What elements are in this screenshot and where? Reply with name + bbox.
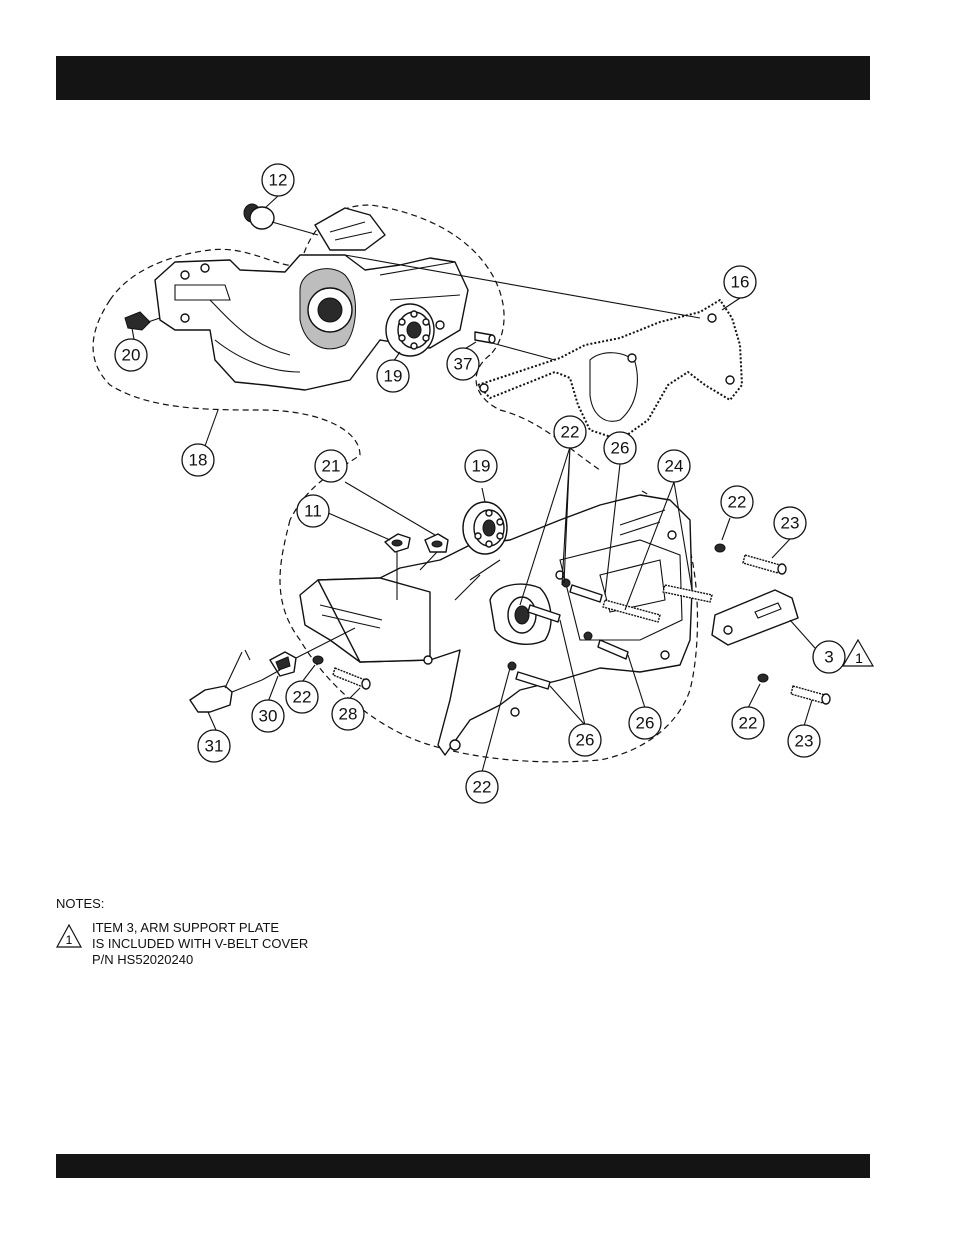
svg-text:28: 28 bbox=[339, 705, 358, 724]
note-line: IS INCLUDED WITH V-BELT COVER bbox=[92, 936, 308, 952]
part-22-washer-center-c bbox=[508, 662, 516, 670]
note-line: ITEM 3, ARM SUPPORT PLATE bbox=[92, 920, 308, 936]
svg-text:20: 20 bbox=[122, 346, 141, 365]
svg-text:26: 26 bbox=[611, 439, 630, 458]
part-37-pin bbox=[475, 332, 495, 343]
note-item-1: 1 ITEM 3, ARM SUPPORT PLATE IS INCLUDED … bbox=[56, 920, 308, 968]
part-19-bearing-lower bbox=[463, 502, 507, 554]
callout-11: 11 bbox=[297, 495, 329, 527]
svg-text:26: 26 bbox=[636, 714, 655, 733]
part-22-washer-left bbox=[313, 656, 323, 664]
part-11-bushing bbox=[385, 534, 410, 552]
svg-text:31: 31 bbox=[205, 737, 224, 756]
callout-21: 21 bbox=[315, 450, 347, 482]
notes-heading: NOTES: bbox=[56, 896, 308, 912]
part-22-washer-center-a bbox=[562, 579, 570, 587]
callout-24: 24 bbox=[658, 450, 690, 482]
callout-3: 3 bbox=[813, 641, 845, 673]
svg-text:26: 26 bbox=[576, 731, 595, 750]
callout-19-upper: 19 bbox=[377, 360, 409, 392]
callout-22-lower-right: 22 bbox=[732, 707, 764, 739]
part-12-plug bbox=[244, 204, 318, 235]
callout-18: 18 bbox=[182, 444, 214, 476]
callout-23-upper: 23 bbox=[774, 507, 806, 539]
svg-text:23: 23 bbox=[795, 732, 814, 751]
callout-37: 37 bbox=[447, 348, 479, 380]
part-16-gasket bbox=[478, 300, 742, 440]
svg-text:12: 12 bbox=[269, 171, 288, 190]
footer-bar bbox=[56, 1154, 870, 1178]
svg-text:37: 37 bbox=[454, 355, 473, 374]
svg-text:11: 11 bbox=[304, 502, 322, 521]
note-line: P/N HS52020240 bbox=[92, 952, 308, 968]
callout-12: 12 bbox=[262, 164, 294, 196]
svg-text:19: 19 bbox=[384, 367, 403, 386]
callout-28: 28 bbox=[332, 698, 364, 730]
exploded-parts-diagram: 12 16 20 37 19 18 22 26 21 19 24 11 22 2… bbox=[0, 0, 954, 860]
part-19-bearing-upper bbox=[386, 304, 434, 356]
part-23-bolt-lower bbox=[791, 686, 830, 704]
svg-text:23: 23 bbox=[781, 514, 800, 533]
callout-31: 31 bbox=[198, 730, 230, 762]
svg-text:22: 22 bbox=[739, 714, 758, 733]
svg-text:16: 16 bbox=[731, 273, 750, 292]
warning-triangle-1: 1 bbox=[843, 640, 873, 666]
part-31-latch bbox=[190, 650, 262, 712]
callout-20: 20 bbox=[115, 339, 147, 371]
svg-text:1: 1 bbox=[66, 933, 73, 947]
svg-text:22: 22 bbox=[293, 688, 312, 707]
callout-22-top-center: 22 bbox=[554, 416, 586, 448]
part-3-arm-support-plate bbox=[712, 590, 798, 645]
svg-text:24: 24 bbox=[665, 457, 684, 476]
callout-30: 30 bbox=[252, 700, 284, 732]
part-30-grommet bbox=[270, 652, 296, 676]
svg-text:21: 21 bbox=[322, 457, 341, 476]
svg-text:18: 18 bbox=[189, 451, 208, 470]
upper-crankcase bbox=[155, 208, 468, 390]
notes-section: NOTES: 1 ITEM 3, ARM SUPPORT PLATE IS IN… bbox=[56, 896, 308, 968]
svg-text:30: 30 bbox=[259, 707, 278, 726]
callout-26-bottom-right: 26 bbox=[629, 707, 661, 739]
callout-26-top: 26 bbox=[604, 432, 636, 464]
callout-22-left: 22 bbox=[286, 681, 318, 713]
svg-text:19: 19 bbox=[472, 457, 491, 476]
warning-triangle-icon: 1 bbox=[56, 924, 82, 948]
svg-text:3: 3 bbox=[824, 648, 833, 667]
svg-text:22: 22 bbox=[728, 493, 747, 512]
part-21-bushing bbox=[425, 534, 448, 552]
callout-23-lower: 23 bbox=[788, 725, 820, 757]
callout-16: 16 bbox=[724, 266, 756, 298]
part-23-bolt-upper bbox=[743, 555, 786, 574]
svg-text:1: 1 bbox=[855, 650, 863, 666]
svg-text:22: 22 bbox=[561, 423, 580, 442]
part-28-bolt bbox=[333, 668, 370, 689]
callout-26-bottom-left: 26 bbox=[569, 724, 601, 756]
callout-19-lower: 19 bbox=[465, 450, 497, 482]
part-22-washer-lower-right bbox=[758, 674, 768, 682]
callout-22-upper-right: 22 bbox=[721, 486, 753, 518]
part-22-washer-center-b bbox=[584, 632, 592, 640]
svg-text:22: 22 bbox=[473, 778, 492, 797]
part-22-washer-upper-right bbox=[715, 544, 725, 552]
leader-37-gasket bbox=[492, 343, 555, 360]
part-20-knob bbox=[125, 312, 160, 330]
callout-22-bottom: 22 bbox=[466, 771, 498, 803]
